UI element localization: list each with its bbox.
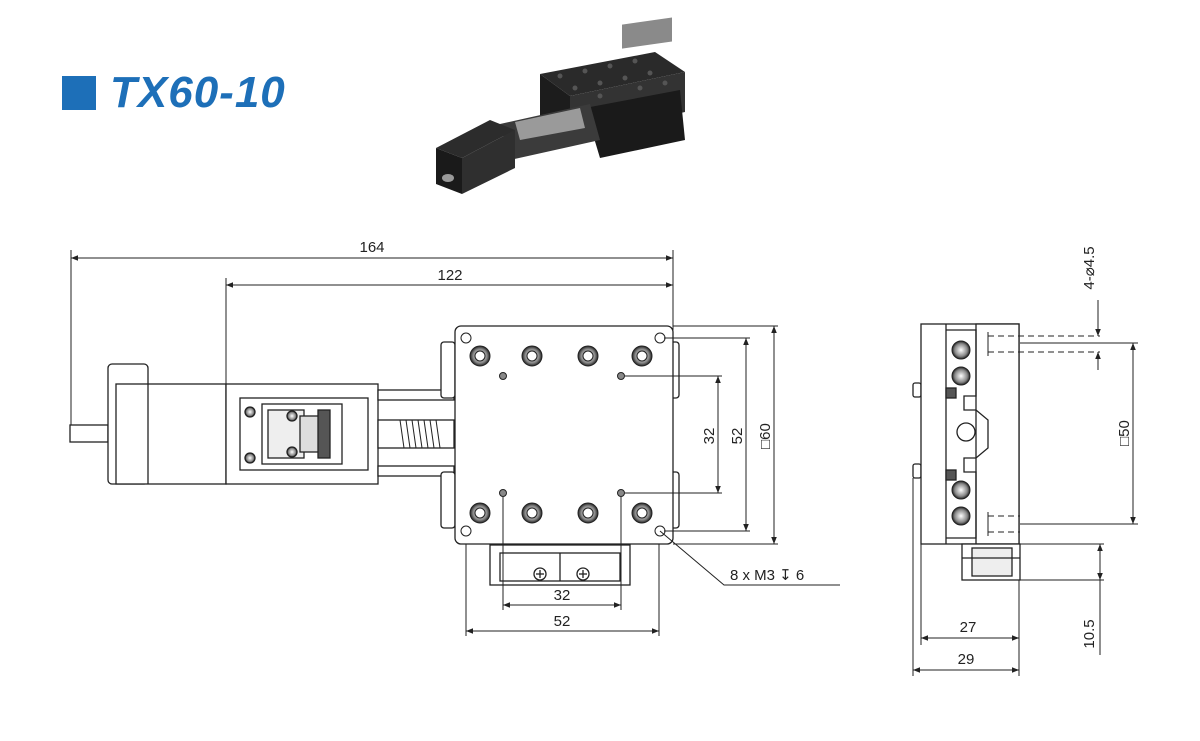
dim-60-stage: □60 (757, 423, 774, 449)
top-view-drawing (69, 325, 680, 586)
page-title: TX60-10 (62, 68, 286, 118)
dim-52-bottom: 52 (554, 613, 571, 630)
title-text: TX60-10 (110, 68, 286, 117)
dim-32-vertical: 32 (701, 428, 718, 445)
stage-bolts (460, 332, 666, 537)
title-square-icon (62, 76, 96, 110)
dim-through-holes: 4-⌀4.5 (1081, 246, 1098, 289)
side-view-drawing (912, 323, 1021, 581)
dim-122: 122 (437, 267, 462, 284)
stage-photo-icon (436, 17, 685, 194)
dim-27: 27 (960, 619, 977, 636)
dim-hole-pitch: □50 (1116, 420, 1133, 446)
dim-32-bottom: 32 (554, 587, 571, 604)
thread-callout: 8 x M3 ↧ 6 (730, 567, 804, 584)
dim-10-5: 10.5 (1081, 619, 1098, 648)
dim-52-vertical: 52 (729, 428, 746, 445)
dim-164: 164 (359, 239, 384, 256)
dim-29: 29 (958, 651, 975, 668)
